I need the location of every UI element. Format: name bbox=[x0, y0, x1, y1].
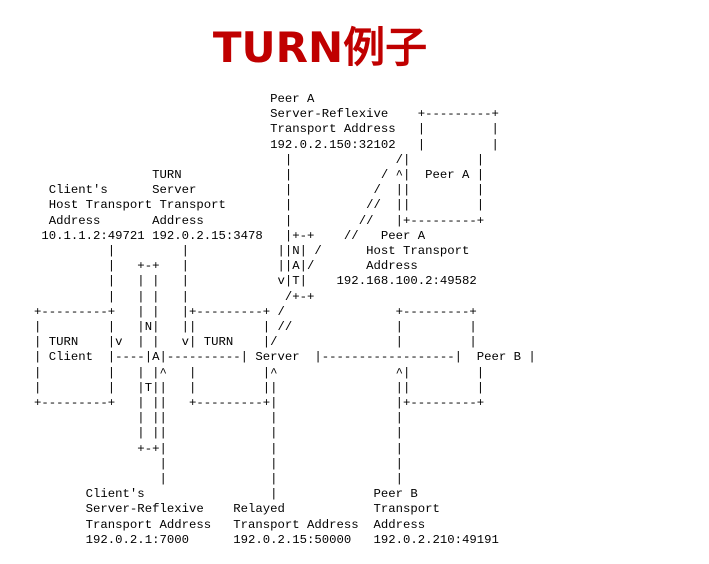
diagram-line: | +-+ | ||A|/ Address bbox=[34, 259, 418, 274]
diagram-line: | | |N| || | // | | bbox=[34, 320, 477, 335]
diagram-line: Server-Reflexive Relayed Transport bbox=[34, 502, 440, 517]
diagram-line: Client's Server | / || | bbox=[34, 183, 485, 198]
diagram-line: Address Address | // |+---------+ bbox=[34, 213, 485, 228]
diagram-line: Transport Address | | bbox=[34, 122, 499, 137]
diagram-line: | | | | v|T| 192.168.100.2:49582 bbox=[34, 274, 477, 289]
diagram-line: 192.0.2.150:32102 | | bbox=[34, 137, 499, 152]
diagram-line: | | | bbox=[34, 456, 403, 471]
diagram-line: +---------+ | || +---------+| |+--------… bbox=[34, 396, 485, 411]
diagram-line: | | ||N| / Host Transport bbox=[34, 244, 470, 259]
slide-title: TURN例子 bbox=[212, 23, 428, 72]
turn-ascii-diagram: Peer A Server-Reflexive +---------+ Tran… bbox=[34, 92, 536, 548]
diagram-line: Client's | Peer B bbox=[34, 487, 418, 502]
diagram-line: | | |T|| | || || | bbox=[34, 380, 485, 395]
diagram-line: | /| | bbox=[34, 152, 485, 167]
diagram-line: +-+| | | bbox=[34, 441, 403, 456]
diagram-line: Server-Reflexive +---------+ bbox=[34, 107, 499, 122]
diagram-line: 10.1.1.2:49721 192.0.2.15:3478 |+-+ // P… bbox=[34, 228, 426, 243]
diagram-line: Host Transport Transport | // || | bbox=[34, 198, 485, 213]
diagram-line: | Client |----|A|----------| Server |---… bbox=[34, 350, 536, 365]
diagram-line: Peer A bbox=[34, 92, 315, 106]
diagram-line: | || | | bbox=[34, 411, 403, 426]
diagram-line: | TURN |v | | v| TURN |/ | | bbox=[34, 335, 477, 350]
diagram-line: | || | | bbox=[34, 426, 403, 441]
diagram-line: 192.0.2.1:7000 192.0.2.15:50000 192.0.2.… bbox=[34, 532, 499, 547]
diagram-line: +---------+ | | |+---------+ / +--------… bbox=[34, 304, 477, 319]
diagram-line: TURN | / ^| Peer A | bbox=[34, 168, 485, 183]
diagram-line: | | | bbox=[34, 472, 403, 487]
diagram-line: | | | |^ | |^ ^| | bbox=[34, 365, 485, 380]
diagram-line: | | | | /+-+ bbox=[34, 289, 315, 304]
diagram-line: Transport Address Transport Address Addr… bbox=[34, 517, 426, 532]
